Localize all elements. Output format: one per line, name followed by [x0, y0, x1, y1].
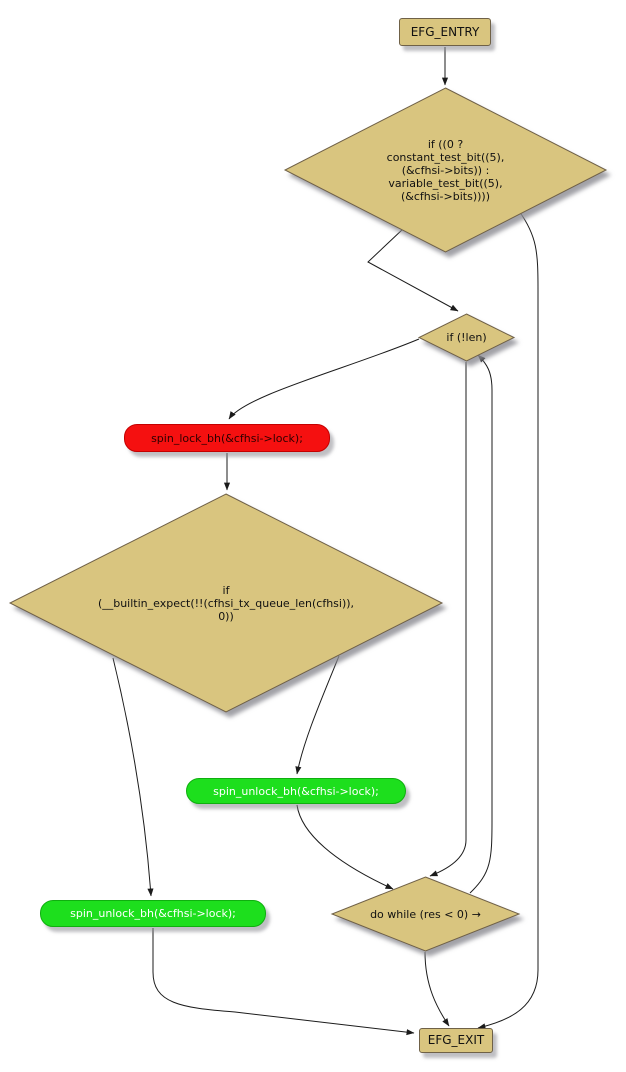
edge-cond2-unlock2: [112, 657, 154, 897]
decision-dowhile-shape: [330, 876, 521, 952]
decision-iflen-shape: [417, 313, 516, 362]
edge-dowhile-iflen: [469, 354, 493, 894]
node-efg-entry: EFG_ENTRY: [399, 18, 491, 46]
edge-iflen-lock: [228, 338, 420, 420]
decision-cond1-label: if ((0 ? constant_test_bit((5), (&cfhsi-…: [386, 137, 505, 203]
edge-cond2-unlock1: [295, 655, 340, 775]
node-efg-exit: EFG_EXIT: [419, 1028, 493, 1053]
decision-cond2-shape: [8, 493, 444, 713]
node-spin-unlock-2: spin_unlock_bh(&cfhsi->lock);: [40, 900, 266, 927]
decision-iflen-label: if (!len): [446, 331, 487, 344]
edges-layer: [112, 47, 539, 1036]
decision-dowhile-label: do while (res < 0) →: [370, 907, 481, 921]
decision-shapes: [8, 87, 608, 952]
node-spin-lock: spin_lock_bh(&cfhsi->lock);: [124, 424, 330, 452]
decision-cond2-label: if (__builtin_expect(!!(cfhsi_tx_queue_l…: [97, 583, 355, 623]
edge-iflen-dowhile: [429, 362, 467, 877]
edge-dowhile-exit: [424, 951, 450, 1027]
node-spin-unlock-1: spin_unlock_bh(&cfhsi->lock);: [186, 778, 406, 804]
decision-cond1-shape: [283, 87, 608, 253]
edge-cond1-iflen: [367, 228, 459, 312]
edge-unlock1-dowhile: [296, 804, 394, 890]
edge-cond1-exit: [477, 210, 539, 1030]
edge-unlock2-exit: [152, 928, 415, 1036]
